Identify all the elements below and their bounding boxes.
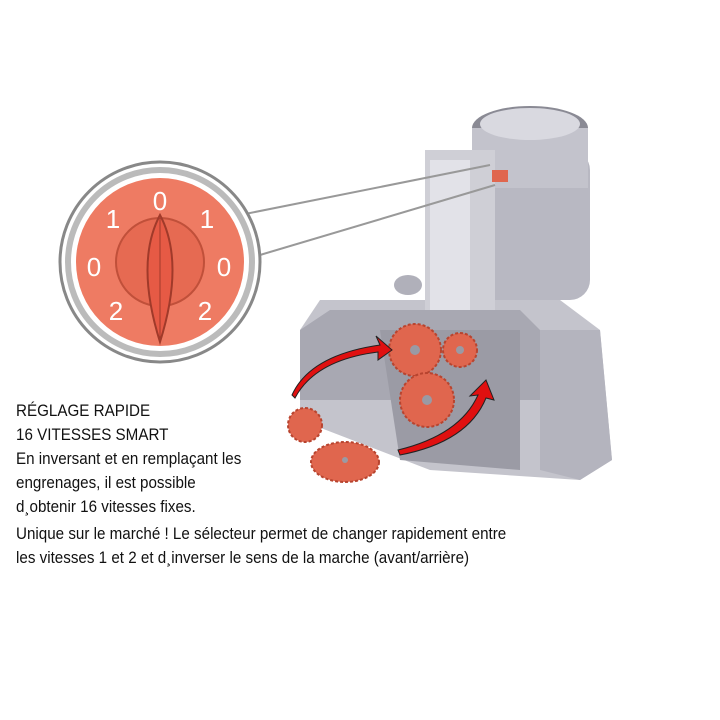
dial-label-1-right: 1 xyxy=(200,204,214,234)
speed-selector-dial xyxy=(58,160,262,364)
rotation-arrow-right xyxy=(397,379,495,456)
dial-label-1-left: 1 xyxy=(106,204,120,234)
dial-label-0-left: 0 xyxy=(87,252,101,282)
dial-label-2-left: 2 xyxy=(109,296,123,326)
selector-description-line: les vitesses 1 et 2 et d¸inverser le sen… xyxy=(16,549,470,567)
rotation-arrow-left xyxy=(291,335,393,399)
heading-reglage-rapide: RÉGLAGE RAPIDE xyxy=(16,402,151,420)
dial-label-0-top: 0 xyxy=(153,186,167,216)
description-line: d¸obtenir 16 vitesses fixes. xyxy=(16,498,196,516)
dial-label-2-right: 2 xyxy=(198,296,212,326)
dial-label-0-right: 0 xyxy=(217,252,231,282)
description-line: En inversant et en remplaçant les xyxy=(16,450,242,468)
selector-description-line: Unique sur le marché ! Le sélecteur perm… xyxy=(16,525,507,543)
callout-lines xyxy=(239,164,496,256)
description-line: engrenages, il est possible xyxy=(16,474,196,492)
heading-16-vitesses: 16 VITESSES SMART xyxy=(16,426,169,444)
